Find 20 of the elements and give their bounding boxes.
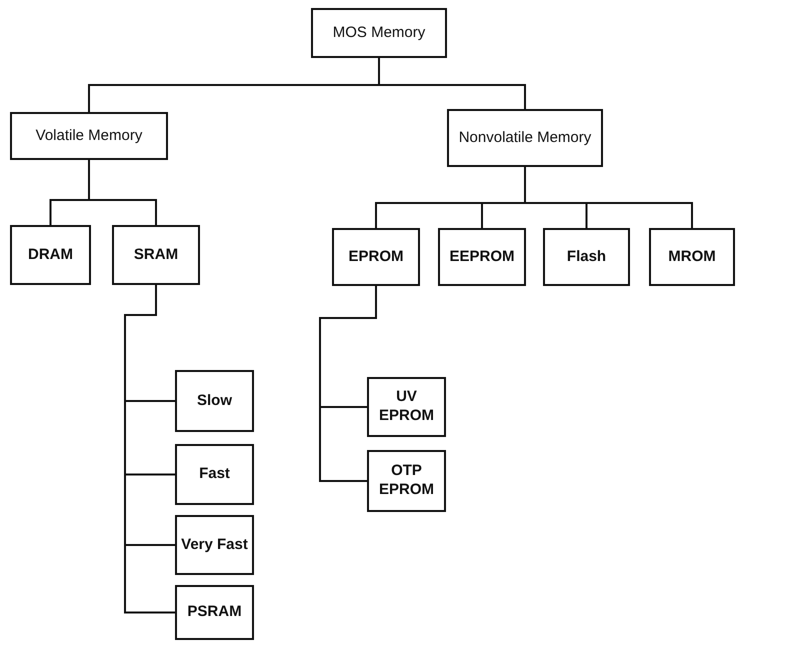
memory-type-box: Slow bbox=[175, 370, 254, 432]
memory-type-box: Flash bbox=[543, 228, 630, 286]
connector-line bbox=[88, 160, 157, 225]
memory-type-box: PSRAM bbox=[175, 585, 254, 640]
memory-type-box: EPROM bbox=[332, 228, 420, 286]
connector-line bbox=[124, 285, 175, 614]
memory-type-box: SRAM bbox=[112, 225, 200, 285]
memory-type-box: Very Fast bbox=[175, 515, 254, 575]
memory-type-box: DRAM bbox=[10, 225, 91, 285]
memory-type-box: MROM bbox=[649, 228, 735, 286]
memory-type-box: Nonvolatile Memory bbox=[447, 109, 603, 167]
memory-type-box: EEPROM bbox=[438, 228, 526, 286]
connector-line bbox=[378, 58, 526, 109]
connector-line bbox=[524, 167, 693, 228]
connector-line bbox=[319, 286, 377, 482]
memory-type-box: UV EPROM bbox=[367, 377, 446, 437]
memory-type-box: MOS Memory bbox=[311, 8, 447, 58]
memory-type-box: Volatile Memory bbox=[10, 112, 168, 160]
memory-type-box: OTP EPROM bbox=[367, 450, 446, 512]
memory-type-box: Fast bbox=[175, 444, 254, 505]
